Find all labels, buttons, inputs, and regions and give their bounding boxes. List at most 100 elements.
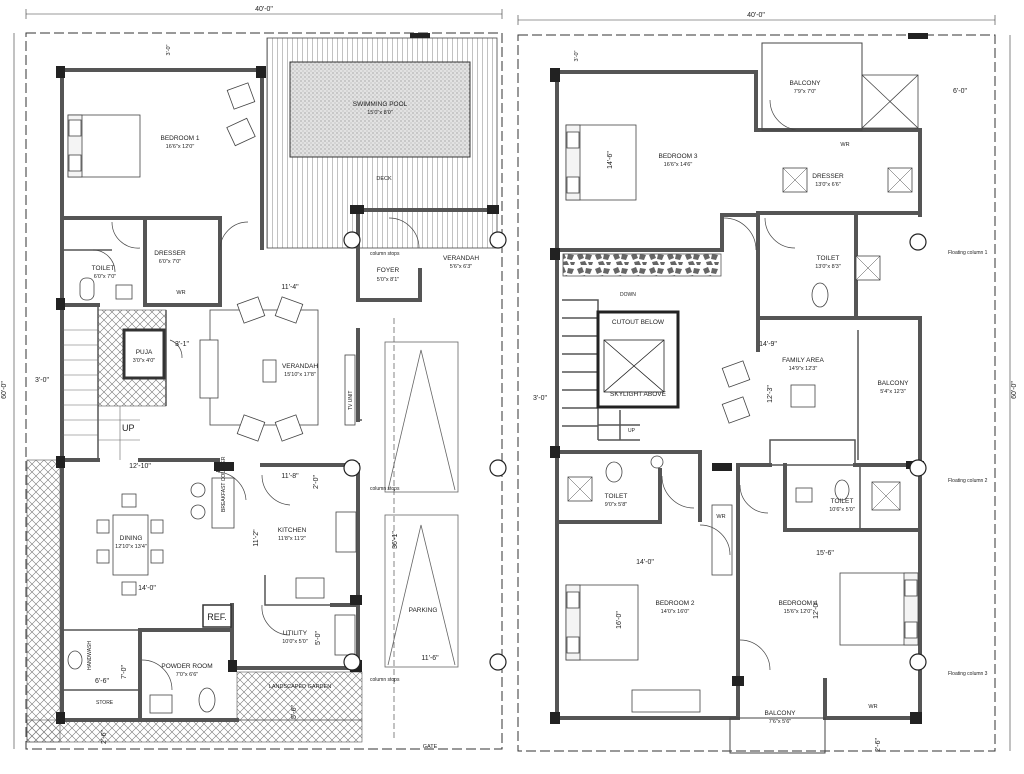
gf-landscape-label: LANDSCAPED GARDEN xyxy=(269,684,331,690)
ff-dresser-size: 13'0"x 6'6" xyxy=(815,182,841,188)
gf-dim-3-1: 3'-1" xyxy=(175,341,189,348)
gf-parking xyxy=(384,318,459,740)
gf-tv-label: TV UNIT xyxy=(348,391,354,410)
ff-toilet1-label: TOILET xyxy=(817,255,840,262)
gf-landscape-hatch xyxy=(236,671,363,721)
ff-cutout-label: CUTOUT BELOW xyxy=(612,319,665,326)
ff-cutout-skylight xyxy=(596,310,680,409)
gf-dim-7-0: 7'-0" xyxy=(121,665,128,679)
ff-stone-planter xyxy=(562,253,722,277)
gf-powder-label: POWDER ROOM xyxy=(161,663,212,670)
gf-dim-11-6: 11'-6" xyxy=(421,655,439,662)
gf-dresser-label: DRESSER xyxy=(154,250,186,257)
gf-furniture xyxy=(67,82,357,714)
gf-foyer-size: 5'0"x 8'1" xyxy=(377,277,400,283)
gf-dim-3-0-top: 3'-0" xyxy=(166,44,172,55)
ff-bedroom4-label: BEDROOM 4 xyxy=(778,600,817,607)
gf-columns xyxy=(56,33,499,724)
ff-site-boundary xyxy=(517,34,996,752)
ff-dim-6-0: 6'-0" xyxy=(953,88,967,95)
gf-dim-11-4: 11'-4" xyxy=(281,284,299,291)
gf-puja-size: 3'0"x 4'0" xyxy=(133,358,156,364)
gf-verandah-front-size: 5'6"x 6'3" xyxy=(450,264,473,270)
gf-verandah-size: 15'10"x 17'8" xyxy=(284,372,316,378)
gf-dim-12-10: 12'-10" xyxy=(129,463,151,470)
ff-dim-14-6: 14'-6" xyxy=(607,151,614,169)
gf-toilet-size: 6'0"x 7'0" xyxy=(94,274,117,280)
gf-bedroom1-label: BEDROOM 1 xyxy=(160,135,199,142)
ff-wr-label-top: WR xyxy=(840,142,849,148)
gf-dim-5-0: 5'-0" xyxy=(315,631,322,645)
gf-dining-size: 12'10"x 13'4" xyxy=(115,544,147,550)
ff-bedroom3-size: 16'6"x 14'6" xyxy=(664,162,693,168)
gf-verandah-front-label: VERANDAH xyxy=(443,255,479,262)
gf-store-label: STORE xyxy=(96,700,114,706)
ff-balcony-right-size: 5'4"x 12'3" xyxy=(880,389,906,395)
gf-swimming-pool xyxy=(289,61,471,158)
ff-family-size: 14'9"x 12'3" xyxy=(789,366,818,372)
ff-family-label: FAMILY AREA xyxy=(782,357,824,364)
ff-dim-16-0: 16'-0" xyxy=(616,611,623,629)
gf-dim-2-0: 2'-0" xyxy=(313,475,320,489)
gf-puja-label: PUJA xyxy=(136,349,153,356)
gf-verandah-label: VERANDAH xyxy=(282,363,318,370)
gf-dim-36-1: 36'-1" xyxy=(392,531,399,549)
gf-wr-label: WR xyxy=(176,290,185,296)
gf-gate-label: GATE xyxy=(423,744,438,750)
gf-foyer-label: FOYER xyxy=(377,267,400,274)
ground-floor-plan: 40'-0" 60'-0" SWIMMING POOL 15'0"x 8'0" … xyxy=(1,6,507,750)
ff-down-label: DOWN xyxy=(620,292,636,298)
ff-wr-label-bottom: WR xyxy=(868,704,877,710)
ff-furniture xyxy=(565,124,919,713)
ff-width-dim: 40'-0" xyxy=(747,12,765,19)
ff-floating2-label: Floating column 2 xyxy=(948,478,988,484)
gf-toilet-label: TOILET xyxy=(92,265,115,272)
ff-dim-12-0: 12'-0" xyxy=(813,601,820,619)
ff-skylight-label: SKYLIGHT ABOVE xyxy=(610,391,667,398)
ff-dim-14-9: 14'-9" xyxy=(759,341,777,348)
ff-floating3-label: Floating column 3 xyxy=(948,671,988,677)
gf-breakfast-label: BREAKFAST COUNTER xyxy=(221,456,227,512)
gf-kitchen-size: 11'8"x 11'2" xyxy=(278,536,306,542)
ff-columns xyxy=(550,33,928,724)
gf-bottom-garden-hatch xyxy=(26,719,363,743)
gf-dim-11-8: 11'-8" xyxy=(281,473,299,480)
ff-dim-3-0-top: 3'-0" xyxy=(574,50,580,61)
ff-balcony-top-label: BALCONY xyxy=(789,80,821,87)
ff-toilet3-label: TOILET xyxy=(831,498,854,505)
gf-walls xyxy=(60,68,499,722)
ff-floating1-label: Floating column 1 xyxy=(948,250,988,256)
ff-balcony-bottom-label: BALCONY xyxy=(764,710,796,717)
ff-balcony-right-label: BALCONY xyxy=(877,380,909,387)
ff-toilet2-size: 9'0"x 5'8" xyxy=(605,502,628,508)
gf-powder-size: 7'0"x 6'6" xyxy=(176,672,199,678)
ff-toilet3-size: 10'6"x 5'0" xyxy=(829,507,855,513)
ff-walls xyxy=(555,70,922,720)
gf-deck-label: DECK xyxy=(376,176,392,182)
ff-toilet1-size: 13'0"x 8'3" xyxy=(815,264,841,270)
ff-balcony-bottom-size: 7'6"x 5'6" xyxy=(769,719,792,725)
gf-ref-label: REF. xyxy=(207,612,227,622)
ff-up-label: UP xyxy=(628,428,636,434)
gf-dim-3-0-left: 3'-0" xyxy=(35,377,49,384)
ff-dim-3-0-left: 3'-0" xyxy=(533,395,547,402)
gf-utility-label: UTILITY xyxy=(283,630,308,637)
ff-bedroom3-label: BEDROOM 3 xyxy=(658,153,697,160)
first-floor-plan: 40'-0" 60'-0" xyxy=(517,12,1018,754)
gf-column-stops-3: column stops xyxy=(370,677,400,683)
gf-dim-5-6: 5'-6" xyxy=(291,705,298,719)
gf-column-stops-2: column stops xyxy=(370,486,400,492)
gf-puja-room xyxy=(122,328,166,380)
ff-bedroom2-label: BEDROOM 2 xyxy=(655,600,694,607)
gf-pool-label: SWIMMING POOL xyxy=(353,101,408,108)
gf-ref xyxy=(202,604,232,628)
ff-toilet2-label: TOILET xyxy=(605,493,628,500)
gf-width-dim: 40'-0" xyxy=(255,6,273,13)
gf-site-boundary xyxy=(25,32,503,750)
gf-dining-label: DINING xyxy=(120,535,143,542)
gf-kitchen-label: KITCHEN xyxy=(278,527,307,534)
ff-dresser-label: DRESSER xyxy=(812,173,844,180)
gf-left-garden-hatch xyxy=(26,459,61,743)
gf-pool-size: 15'0"x 8'0" xyxy=(367,110,393,116)
